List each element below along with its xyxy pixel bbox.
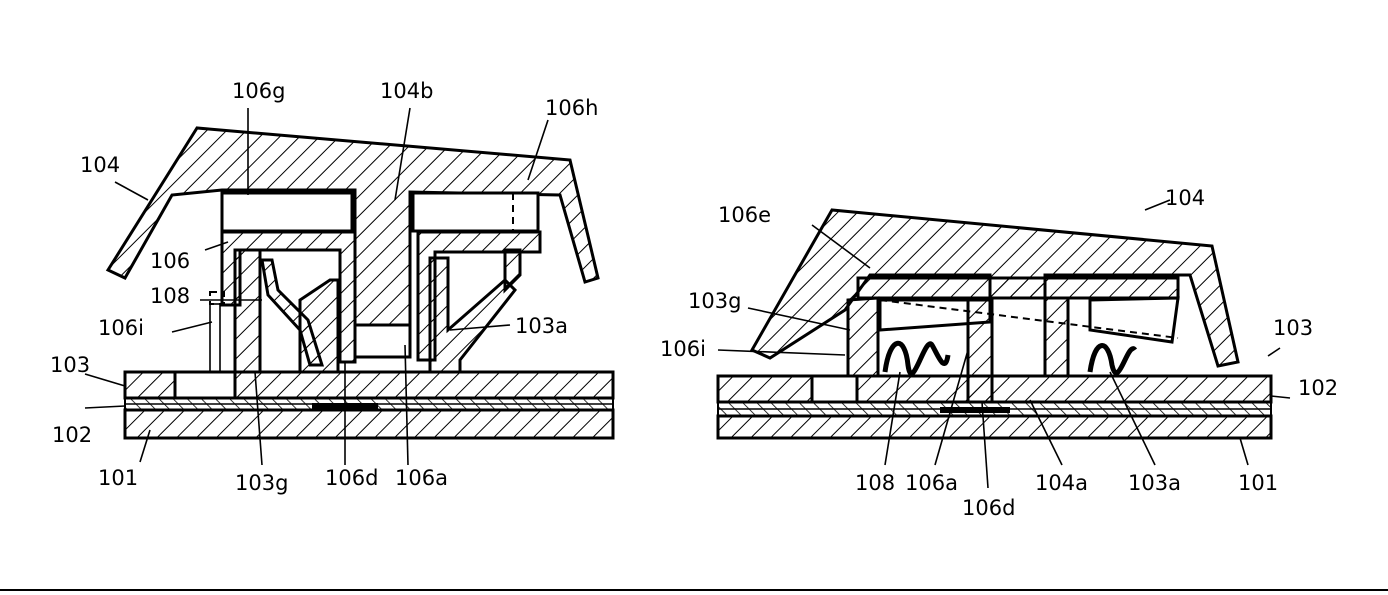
left-label-10: 101	[98, 466, 138, 490]
left-label-4: 106	[150, 249, 190, 273]
right-label-3: 106i	[660, 337, 706, 361]
left-label-8: 103	[50, 353, 90, 377]
left-label-9: 102	[52, 423, 92, 447]
right-spring-108	[882, 340, 951, 376]
left-spring-108	[260, 258, 325, 367]
right-slider-106	[846, 296, 880, 378]
right-label-10: 104a	[1035, 471, 1088, 495]
left-label-11: 103g	[235, 471, 288, 495]
right-stem-104a	[966, 296, 994, 404]
left-layer-101	[123, 408, 615, 440]
right-keycap-104	[749, 208, 1240, 368]
right-label-11: 103a	[1128, 471, 1181, 495]
left-label-6: 106i	[98, 316, 144, 340]
right-label-9: 106d	[962, 496, 1015, 520]
right-label-0: 104	[1165, 186, 1205, 210]
right-label-6: 101	[1238, 471, 1278, 495]
left-label-1: 106g	[232, 79, 285, 103]
left-label-0: 104	[80, 153, 120, 177]
left-label-12: 106d	[325, 466, 378, 490]
right-label-5: 102	[1298, 376, 1338, 400]
left-label-13: 106a	[395, 466, 448, 490]
right-layer-101	[716, 414, 1273, 440]
left-keycap-104	[105, 126, 600, 327]
left-label-2: 104b	[380, 79, 433, 103]
right-label-1: 106e	[718, 203, 771, 227]
left-leaders	[84, 107, 549, 466]
right-label-4: 103	[1273, 316, 1313, 340]
left-housing-103a	[428, 256, 518, 374]
left-label-3: 106h	[545, 96, 598, 120]
left-labels: 104 106g 104b 106h 106 108 106i 103a 103…	[50, 79, 598, 495]
right-label-7: 108	[855, 471, 895, 495]
right-leaders	[717, 199, 1291, 489]
left-key-assembly	[105, 126, 615, 440]
right-housing-103	[716, 374, 1273, 404]
left-label-7: 103a	[515, 314, 568, 338]
right-label-2: 103g	[688, 289, 741, 313]
left-label-5: 108	[150, 284, 190, 308]
right-key-assembly	[716, 208, 1273, 440]
right-label-8: 106a	[905, 471, 958, 495]
right-labels: 104 106e 103g 106i 103 102 101 108 106a …	[660, 186, 1338, 520]
